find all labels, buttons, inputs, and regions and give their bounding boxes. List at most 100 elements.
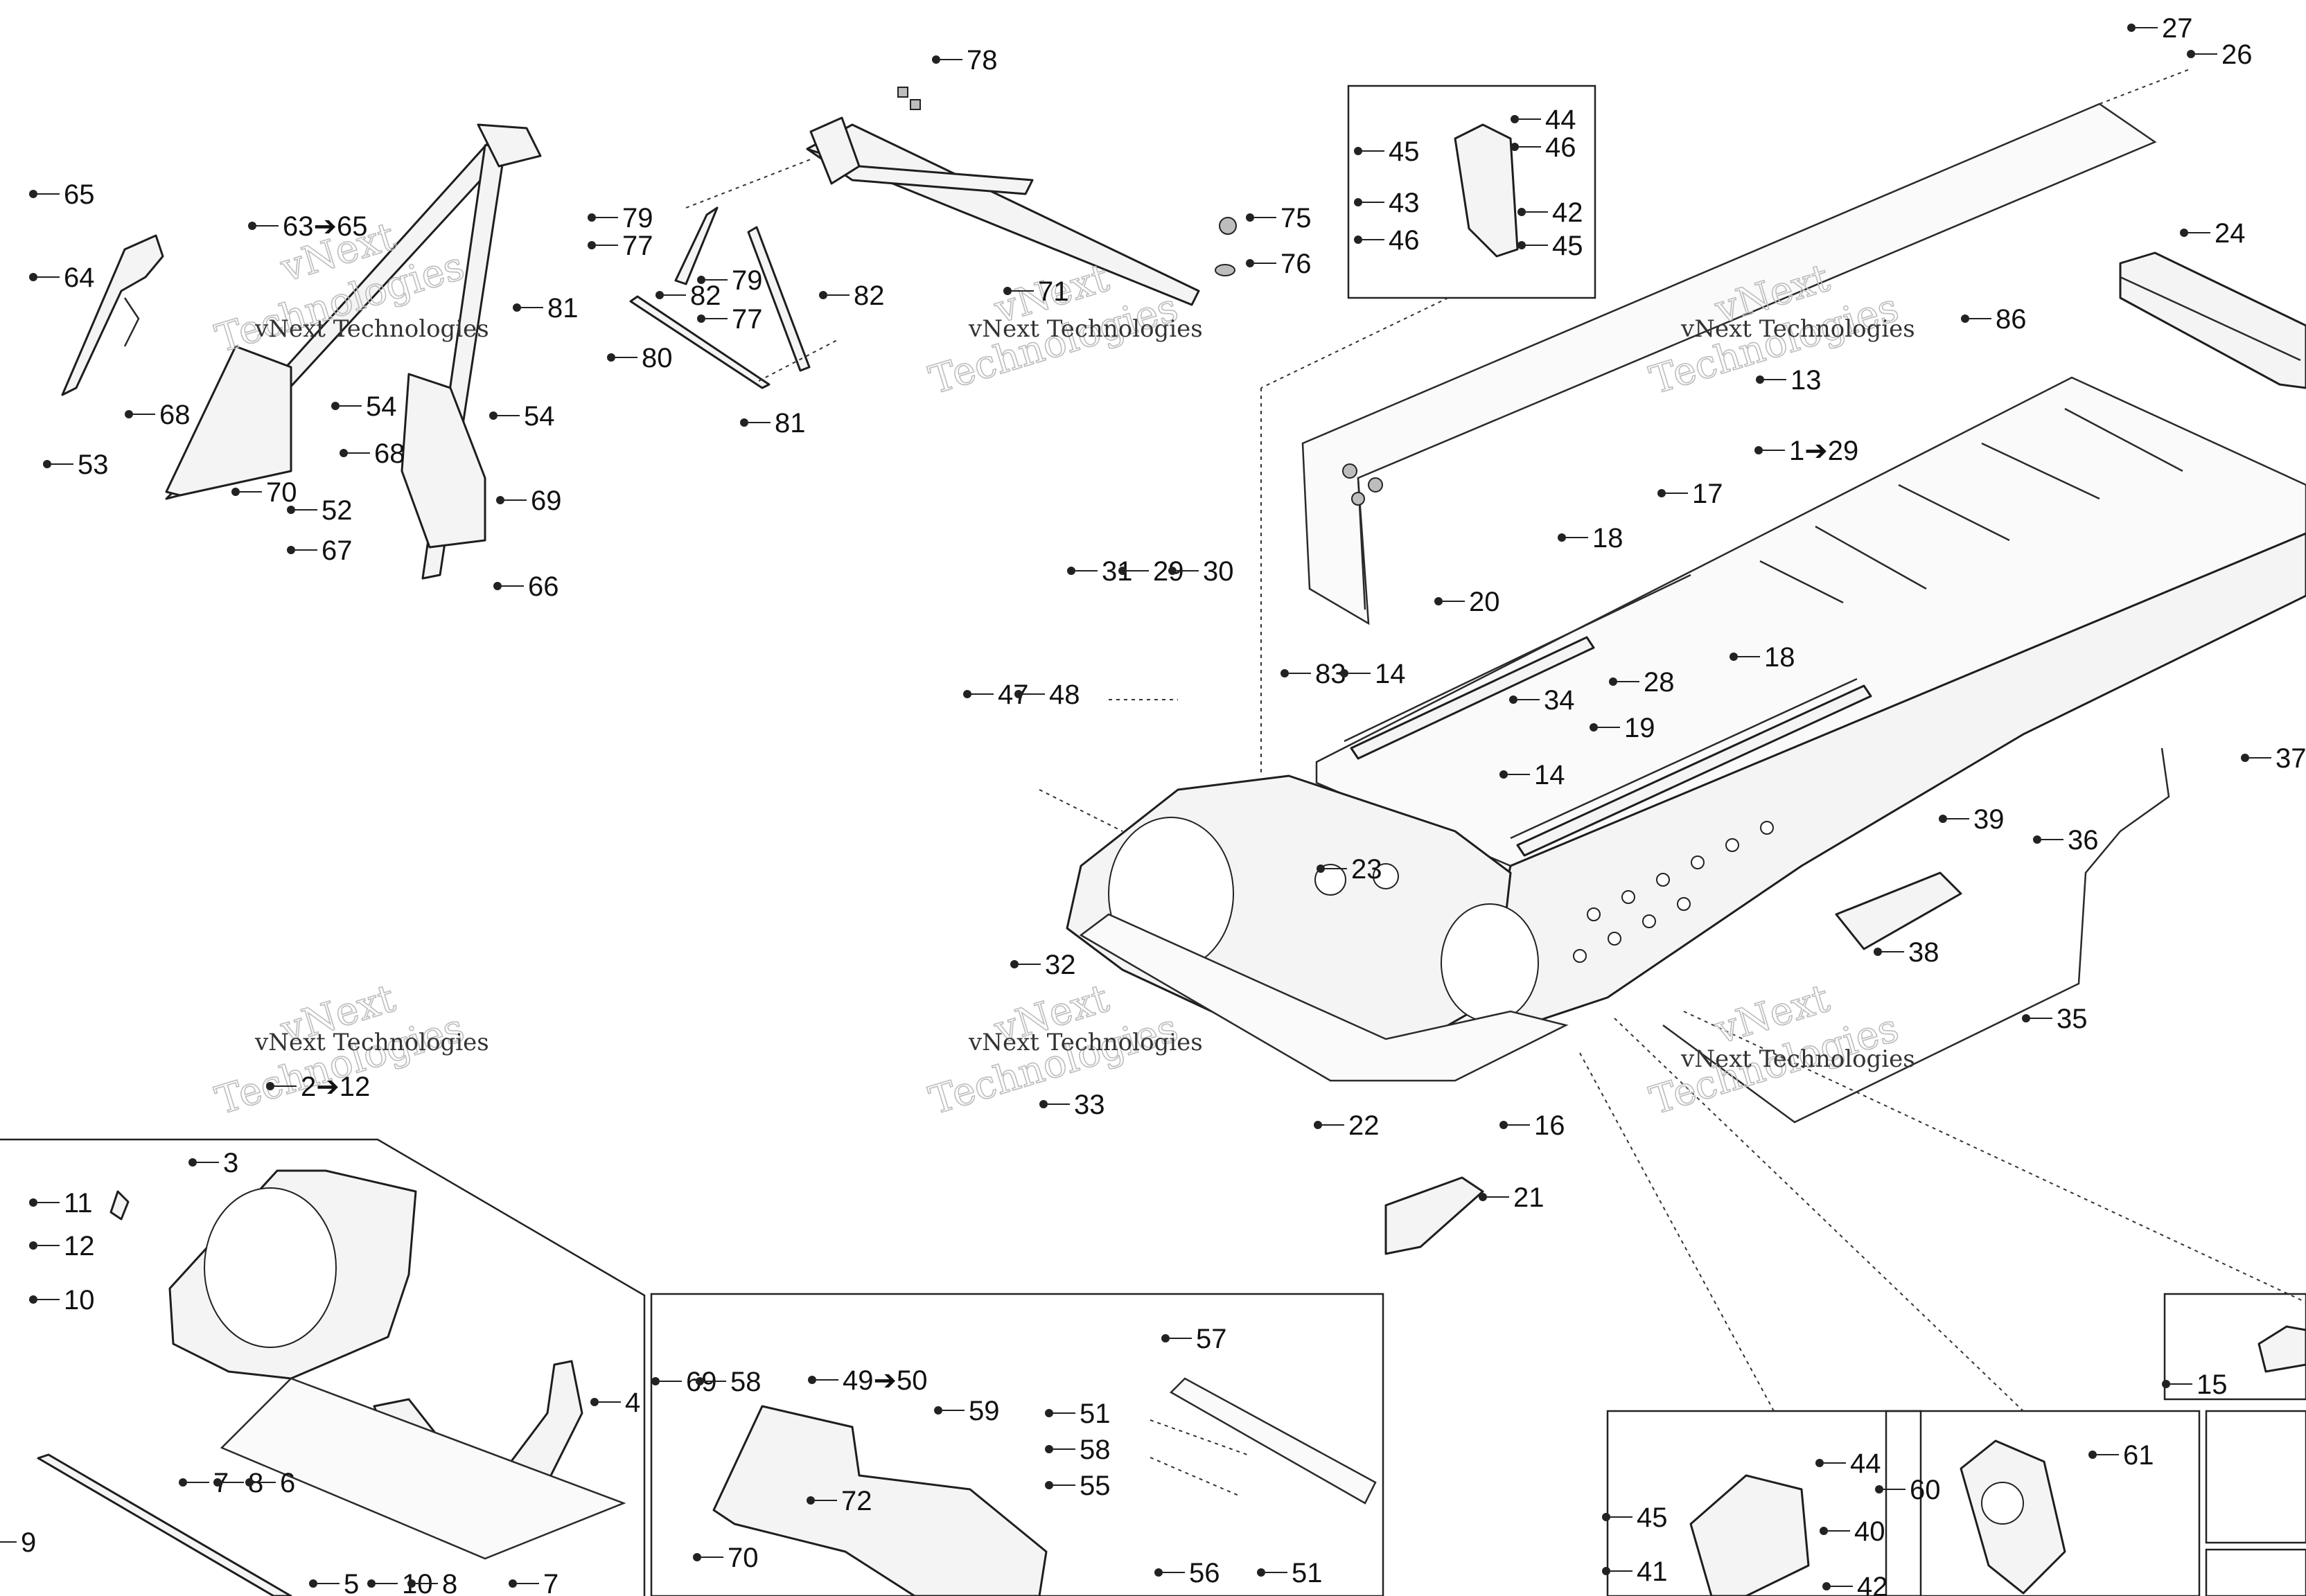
callout-c54b: 54 [489,401,555,432]
detail-box-front-frame [0,1138,646,1596]
fastener-marker [493,582,502,590]
fastener-marker [1168,567,1177,575]
callout-number: 32 [1045,950,1076,980]
callout-number: 18 [1592,523,1623,553]
callout-number: 27 [2162,13,2193,44]
callout-c72: 72 [807,1486,872,1516]
fastener-marker [2033,835,2041,844]
bracket-42 [1454,123,1519,258]
fastener-marker [1558,533,1566,542]
fastener-marker [1354,198,1362,206]
steering-support-bar [806,123,1200,306]
callout-number: 28 [1644,667,1675,698]
fastener-marker [367,1579,376,1588]
callout-number: 22 [1348,1110,1380,1141]
callout-c8b: 8 [407,1569,457,1596]
fastener-marker [808,1376,816,1384]
callout-c67: 67 [287,535,353,566]
fastener-marker [1154,1568,1163,1577]
fastener-marker [188,1158,197,1167]
callout-c24: 24 [2180,218,2246,249]
callout-number: 58 [730,1367,762,1397]
fastener-marker [287,506,295,514]
fastener-marker [2241,754,2249,762]
callout-c48: 48 [1014,680,1080,710]
callout-c36: 36 [2033,825,2099,855]
tunnel-deck [1315,376,2306,867]
callout-c9: 9 [0,1527,36,1558]
fastener-marker [29,1295,37,1304]
callout-number: 79 [622,203,653,233]
callout-c45b: 45 [1517,231,1583,261]
fastener-marker [1509,695,1517,704]
callout-number: 5 [344,1569,359,1596]
callout-number: 66 [528,571,559,602]
callout-number: 3 [223,1148,238,1178]
fastener-marker [1874,948,1882,956]
steering-support-assembly [629,87,1237,389]
detail-box-bracket-40 [1606,1410,1922,1596]
callout-number: 82 [690,281,721,311]
watermark-line: vNext Technologies [1680,315,1915,343]
callout-number: 65 [64,179,95,210]
watermark-line: vNext Technologies [968,1029,1203,1056]
callout-number: 53 [78,450,109,480]
fastener-marker [696,1377,704,1385]
detail-box-lower [2205,1548,2306,1596]
fastener-marker [509,1579,517,1588]
fastener-marker [590,1398,599,1406]
fastener-marker [496,496,504,504]
fastener-marker [1602,1567,1610,1575]
callout-c1to29: 1➔29 [1754,436,1858,466]
fastener-marker [1754,446,1763,454]
callout-c10b: 10 [367,1569,433,1596]
fastener-marker [807,1496,815,1505]
callout-number: 61 [2123,1440,2154,1471]
callout-c81a: 81 [513,293,579,323]
callout-c64: 64 [29,263,95,293]
callout-c70b: 70 [693,1543,759,1573]
fastener-marker [1246,259,1254,267]
callout-c15: 15 [2162,1369,2228,1400]
callout-number: 64 [64,263,95,293]
fastener-marker [1003,287,1012,295]
fastener-marker [1354,147,1362,155]
callout-c51a: 51 [1045,1399,1111,1429]
callout-number: 48 [1049,680,1080,710]
callout-number: 79 [732,265,763,296]
fastener-marker [1602,1513,1610,1521]
callout-c43: 43 [1354,188,1420,218]
callout-c75: 75 [1246,203,1312,233]
callout-number: 86 [1996,304,2027,335]
callout-c42: 42 [1517,197,1583,228]
callout-number: 2➔12 [301,1072,370,1102]
callout-c54a: 54 [331,391,397,422]
callout-number: 10 [64,1285,95,1315]
callout-c12: 12 [29,1231,95,1261]
fastener-marker [1499,1121,1508,1129]
fastener-marker [1039,1100,1048,1108]
callout-c35: 35 [2022,1004,2088,1034]
callout-number: 6 [280,1468,295,1498]
fastener-marker [1499,770,1508,779]
fastener-marker [693,1553,701,1561]
callout-number: 63➔65 [283,211,368,242]
fastener-marker [819,291,827,299]
detail-box-footrest [2205,1410,2306,1544]
callout-c56: 56 [1154,1558,1220,1588]
callout-c58a: 58 [696,1367,762,1397]
fastener-marker [588,213,596,222]
callout-number: 10 [402,1569,433,1596]
callout-number: 16 [1534,1110,1565,1141]
callout-c78: 78 [932,45,998,76]
fastener-marker [1590,723,1598,732]
fastener-marker [2180,229,2188,237]
callout-number: 46 [1545,132,1576,163]
fastener-marker [1822,1582,1831,1590]
callout-c79b: 79 [697,265,763,296]
callout-number: 52 [322,495,353,526]
callout-c53: 53 [43,450,109,480]
fastener-marker [1045,1481,1053,1489]
callout-c63to65: 63➔65 [248,211,368,242]
running-board-right [1516,684,1872,857]
